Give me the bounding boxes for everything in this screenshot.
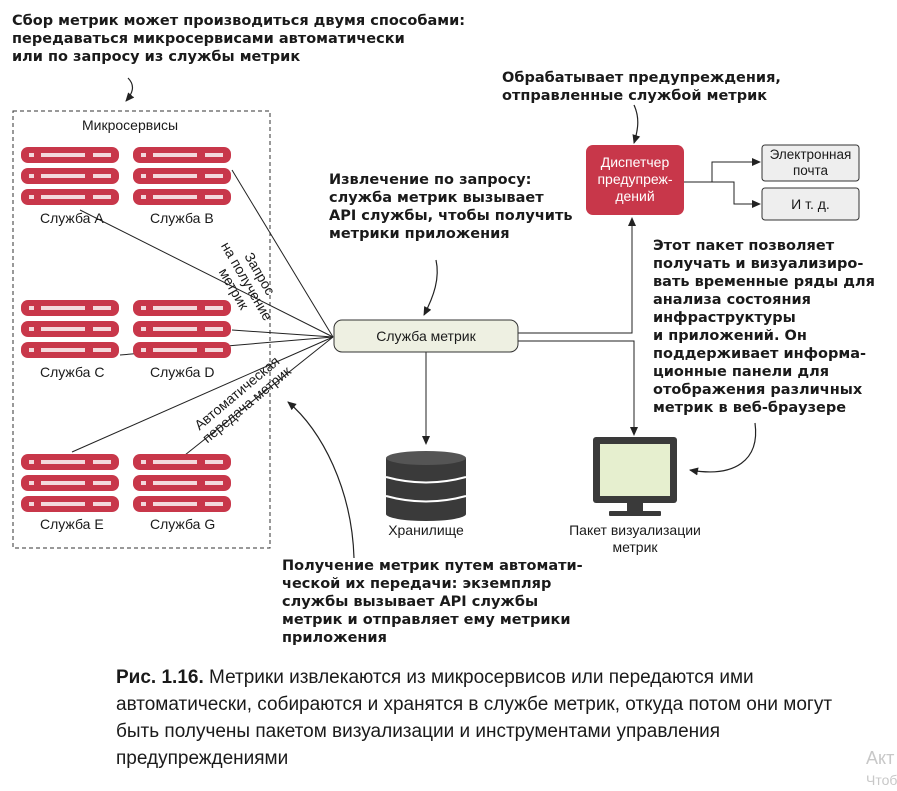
- alert-manager-label: Диспетчер предупреж- дений: [597, 154, 673, 204]
- service-d-label: Служба D: [150, 364, 215, 380]
- metrics-service-label: Служба метрик: [376, 328, 476, 344]
- pointer-top-note: [125, 77, 135, 102]
- email-box: [761, 144, 860, 182]
- diagram-canvas: [12, 77, 860, 559]
- storage-icon: [385, 451, 467, 521]
- service-c-label: Служба C: [40, 364, 105, 380]
- service-a-label: Служба A: [40, 210, 104, 226]
- etc-box: [761, 187, 860, 221]
- watermark-line-2: Чтоб: [866, 772, 897, 788]
- link-service-e: [71, 336, 334, 453]
- service-g-label: Служба G: [150, 516, 216, 532]
- server-icons: [21, 147, 231, 512]
- server-rack-icon: [21, 454, 119, 512]
- service-e-label: Служба E: [40, 516, 104, 532]
- pointer-push-note: [287, 401, 355, 559]
- link-metrics-alert: [518, 217, 636, 334]
- server-rack-icon: [133, 300, 231, 358]
- storage-label: Хранилище: [388, 522, 464, 538]
- visualization-package-label: Пакет визуализации метрик: [569, 522, 701, 555]
- monitor-icon: [593, 437, 677, 516]
- note-push: Получение метрик путем автомати- ческой …: [282, 558, 583, 646]
- link-service-b: [231, 169, 334, 338]
- link-metrics-viz: [518, 340, 638, 436]
- note-alert-handling: Обрабатывает предупреждения, отправленны…: [502, 70, 781, 104]
- figure-number: Рис. 1.16.: [116, 667, 204, 688]
- alert-manager-box: [586, 145, 684, 215]
- link-service-a: [79, 209, 334, 338]
- note-pull: Извлечение по запросу: служба метрик выз…: [329, 172, 573, 242]
- server-rack-icon: [21, 300, 119, 358]
- email-label: Электронная почта: [769, 147, 852, 178]
- server-rack-icon: [133, 147, 231, 205]
- pointer-pull-note: [423, 259, 438, 316]
- etc-label: И т. д.: [791, 196, 830, 212]
- server-rack-icon: [133, 454, 231, 512]
- microservices-group-border: [12, 110, 271, 549]
- note-visualization: Этот пакет позволяет получать и визуализ…: [653, 238, 875, 416]
- service-b-label: Служба B: [150, 210, 214, 226]
- link-alert-email: [684, 158, 761, 183]
- pointer-viz-note: [689, 422, 757, 476]
- metrics-service-box: [333, 319, 519, 353]
- watermark-line-1: Акт: [866, 748, 895, 768]
- caption-text: Метрики извлекаются из микросервисов или…: [116, 667, 833, 769]
- link-alert-etc: [712, 181, 761, 208]
- note-collection-methods: Сбор метрик может производиться двумя сп…: [12, 13, 466, 65]
- pointer-alert-note: [632, 104, 641, 144]
- figure-caption: Рис. 1.16. Метрики извлекаются из микрос…: [116, 664, 836, 772]
- microservices-label: Микросервисы: [82, 117, 179, 133]
- server-rack-icon: [21, 147, 119, 205]
- link-service-d: [231, 329, 334, 338]
- link-service-g: [184, 336, 334, 456]
